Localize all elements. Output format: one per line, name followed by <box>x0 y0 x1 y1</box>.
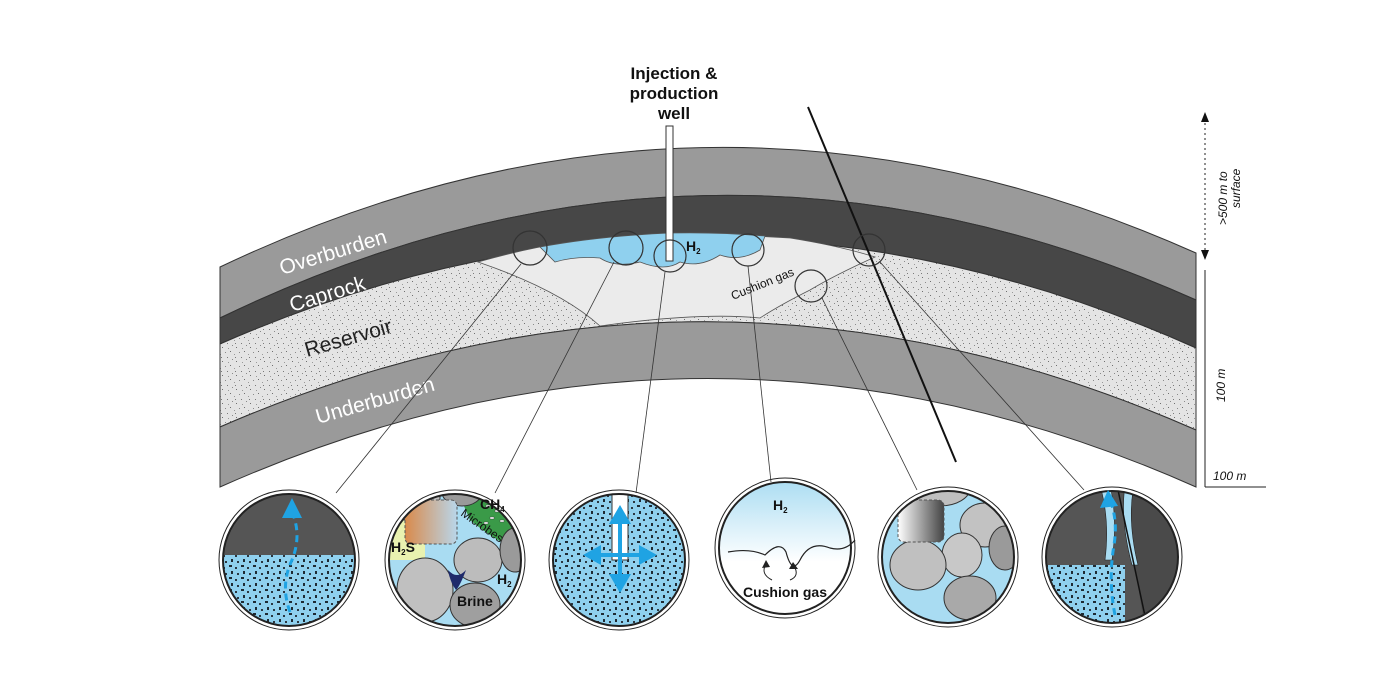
vertical-scale-label: 100 m <box>1214 369 1228 402</box>
locator-circle-2 <box>608 230 644 266</box>
inset2-h2s-label: H2S <box>391 539 415 557</box>
well-label-line2: production <box>630 84 719 103</box>
inset2-h2-label: H2 <box>497 571 512 589</box>
inset4-cushion-label: Cushion gas <box>743 584 827 600</box>
locator-circle-1 <box>512 230 548 266</box>
inset2-brine-label: Brine <box>457 593 493 609</box>
depth-note-line2: surface <box>1229 168 1243 208</box>
horizontal-scale-label: 100 m <box>1213 469 1246 483</box>
depth-note-line1: >500 m to <box>1216 171 1230 225</box>
inset-caprock-leakage <box>218 489 360 631</box>
locator-circle-6 <box>794 269 828 303</box>
inset4-h2-label: H2 <box>773 497 788 515</box>
fault-leak-arrow-icon <box>1108 499 1117 616</box>
well-label-line3: well <box>657 104 690 123</box>
inset2-ch4-label: CH4 <box>480 496 505 514</box>
inset-fault-leakage <box>1041 486 1183 628</box>
well-label: Injection & production well <box>630 64 719 123</box>
reservoir-h2-label: H2 <box>686 238 701 256</box>
inset-cushion-gas: H2 Cushion gas <box>714 477 856 619</box>
connector-lines <box>335 261 1085 494</box>
inset-pore-trapping <box>877 486 1019 628</box>
locator-circles <box>512 230 886 303</box>
locator-circle-5 <box>852 233 886 267</box>
inset-microbial: CH4 Microbes H2S H2 Brine <box>384 489 526 631</box>
flow-arrows-icon <box>583 505 657 593</box>
underburden-layer <box>219 321 1197 488</box>
leak-arrow-icon <box>284 511 299 613</box>
well-bore <box>665 125 674 262</box>
fault-line <box>807 106 957 463</box>
scale-bars: >500 m to surface 100 m 100 m <box>1201 112 1266 488</box>
geological-cross-section: Overburden Caprock Reservoir Underburden… <box>219 106 1197 494</box>
locator-circle-3 <box>653 239 687 273</box>
inset-well-flow <box>548 489 690 631</box>
well-label-line1: Injection & <box>631 64 718 83</box>
